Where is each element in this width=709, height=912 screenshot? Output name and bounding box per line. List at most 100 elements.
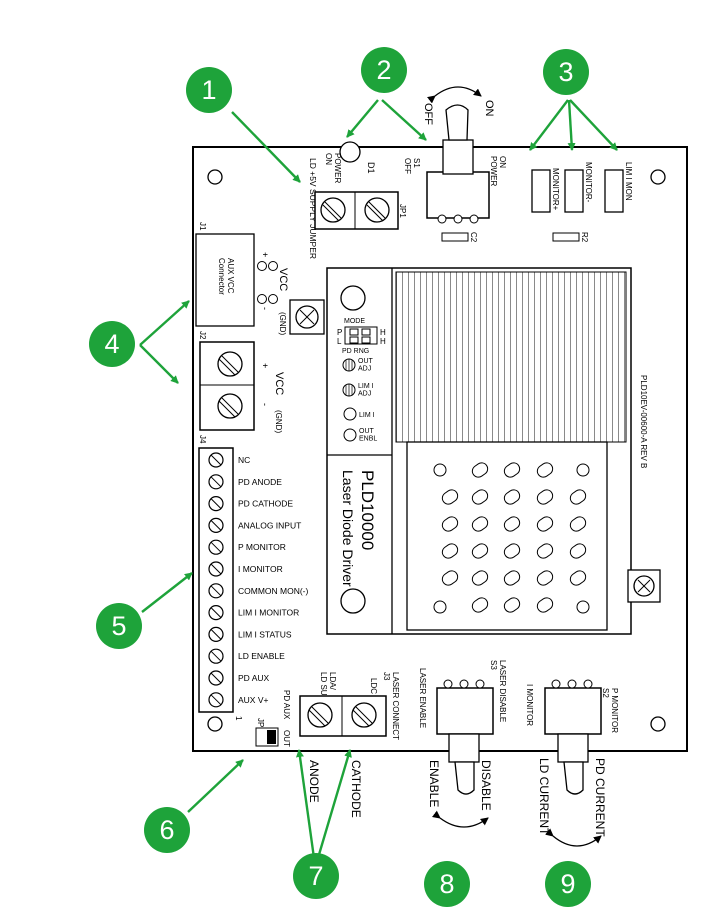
pd-rng-label: PD RNG <box>342 348 369 355</box>
vent-slot <box>503 597 521 613</box>
vent-slot <box>471 516 489 532</box>
s1-toggle-body <box>426 171 490 219</box>
enable-label: ENABLE <box>427 760 441 807</box>
mode-h2: H <box>380 337 386 346</box>
pd-aux-label: PD AUX <box>282 690 291 720</box>
j4-pin-label: COMMON MON(-) <box>238 586 309 596</box>
callout-badge-5 <box>96 603 142 649</box>
r2-resistor <box>552 232 580 242</box>
disable-label: DISABLE <box>479 760 493 811</box>
arrow-5 <box>141 572 193 613</box>
ld-supply-jumper-label: LD +5V SUPPLY JUMPER <box>308 158 318 259</box>
callout-number: 3 <box>558 57 573 87</box>
j4-pin-label: PD ANODE <box>238 477 282 487</box>
arrow-6 <box>187 759 244 813</box>
callout-number: 2 <box>376 55 391 85</box>
arrow-3c <box>569 99 618 151</box>
callout-number: 7 <box>308 861 323 891</box>
rev-label: PLD10EV-00600-A REV B <box>639 375 648 468</box>
s2-toggle-body <box>544 687 602 735</box>
j4-pin-label: I MONITOR <box>238 564 283 574</box>
mode-l: L <box>337 337 342 346</box>
vent-slot <box>503 543 521 559</box>
callout-badge-9 <box>545 861 591 907</box>
j4-pin-label: PD CATHODE <box>238 499 293 509</box>
lim-i-mon-label: LIM I MON <box>624 162 633 201</box>
vent-slot <box>441 489 459 505</box>
s3-rotation-arrow <box>431 810 489 828</box>
j4-pin-label: ANALOG INPUT <box>238 520 301 530</box>
arrow-2b <box>381 99 427 141</box>
vent-slot <box>536 462 554 478</box>
mounting-hole <box>650 716 666 732</box>
vent-slot <box>503 462 521 478</box>
s3-toggle-body <box>436 687 494 735</box>
arrow-4b <box>139 344 179 384</box>
out-enbl-led <box>343 428 357 442</box>
callout-number: 4 <box>104 329 119 359</box>
minus-bottom: - <box>260 403 270 406</box>
vent-slot <box>536 489 554 505</box>
callout-badge-6 <box>144 807 190 853</box>
mounting-hole <box>207 169 223 185</box>
callout-number: 8 <box>439 869 454 899</box>
i-monitor-label: I MONITOR <box>525 684 534 726</box>
c2-label: C2 <box>469 232 478 243</box>
vent-slot <box>536 543 554 559</box>
pin-one-label: 1 <box>234 716 243 721</box>
vent-slot <box>471 462 489 478</box>
arrow-1 <box>231 111 301 183</box>
ld-current-label: LD CURRENT <box>537 758 551 836</box>
vent-slot <box>536 570 554 586</box>
jp2-label: JP2 <box>256 718 265 732</box>
j4-pin-label: P MONITOR <box>238 542 286 552</box>
s2-rotation-arrow <box>545 828 602 847</box>
arrow-7a <box>296 749 316 859</box>
lim-i-led <box>343 407 357 421</box>
s3-toggle-lever <box>454 761 475 795</box>
s2-toggle-lever <box>563 761 584 795</box>
mounting-hole <box>650 169 666 185</box>
callout-number: 1 <box>201 75 216 105</box>
mounting-hole <box>207 716 223 732</box>
callout-badge-3 <box>543 49 589 95</box>
arrow-3a <box>529 99 569 151</box>
on-power-label: ONPOWER <box>489 156 507 186</box>
j4-pin-label: NC <box>238 455 250 465</box>
vent-slot <box>471 570 489 586</box>
vent-slot <box>536 597 554 613</box>
plus-bottom: + <box>260 363 270 368</box>
vent-slot <box>441 516 459 532</box>
c2-capacitor <box>441 232 469 242</box>
callout-badge-2 <box>361 47 407 93</box>
callout-badge-8 <box>424 861 470 907</box>
model-subtitle: Laser Diode Driver <box>340 470 356 587</box>
power-on-label: POWERON <box>324 153 342 183</box>
arrow-7b <box>316 749 352 859</box>
d1-led <box>339 141 361 163</box>
j4-terminal-strip <box>198 447 234 713</box>
vent-slot <box>503 516 521 532</box>
left-area: J1 AUX VCCConnector + VCC - (GND) J2 + V… <box>195 222 309 747</box>
callout-arrows <box>139 99 618 859</box>
ldc-label: LDC <box>369 678 378 694</box>
top-area: D1 POWERON LD +5V SUPPLY JUMPER JP1 S1OF… <box>308 86 633 259</box>
vent-slot <box>441 570 459 586</box>
laser-enable-label: LASER ENABLE <box>418 668 427 728</box>
gnd-bottom-label: (GND) <box>274 410 283 433</box>
mode-p: P <box>337 328 342 337</box>
vent-slot <box>569 516 587 532</box>
j4-pin-label: LIM I MONITOR <box>238 608 299 618</box>
d1-label: D1 <box>366 162 376 174</box>
jp1-label: JP1 <box>398 204 407 218</box>
monitor-plus-label: MONITOR+ <box>551 168 560 211</box>
heatsink-vent-slots <box>441 462 587 613</box>
heatsink-fins <box>395 271 627 443</box>
vcc-top-label: VCC <box>277 268 289 291</box>
p-monitor-label: P MONITORS2 <box>601 688 619 733</box>
